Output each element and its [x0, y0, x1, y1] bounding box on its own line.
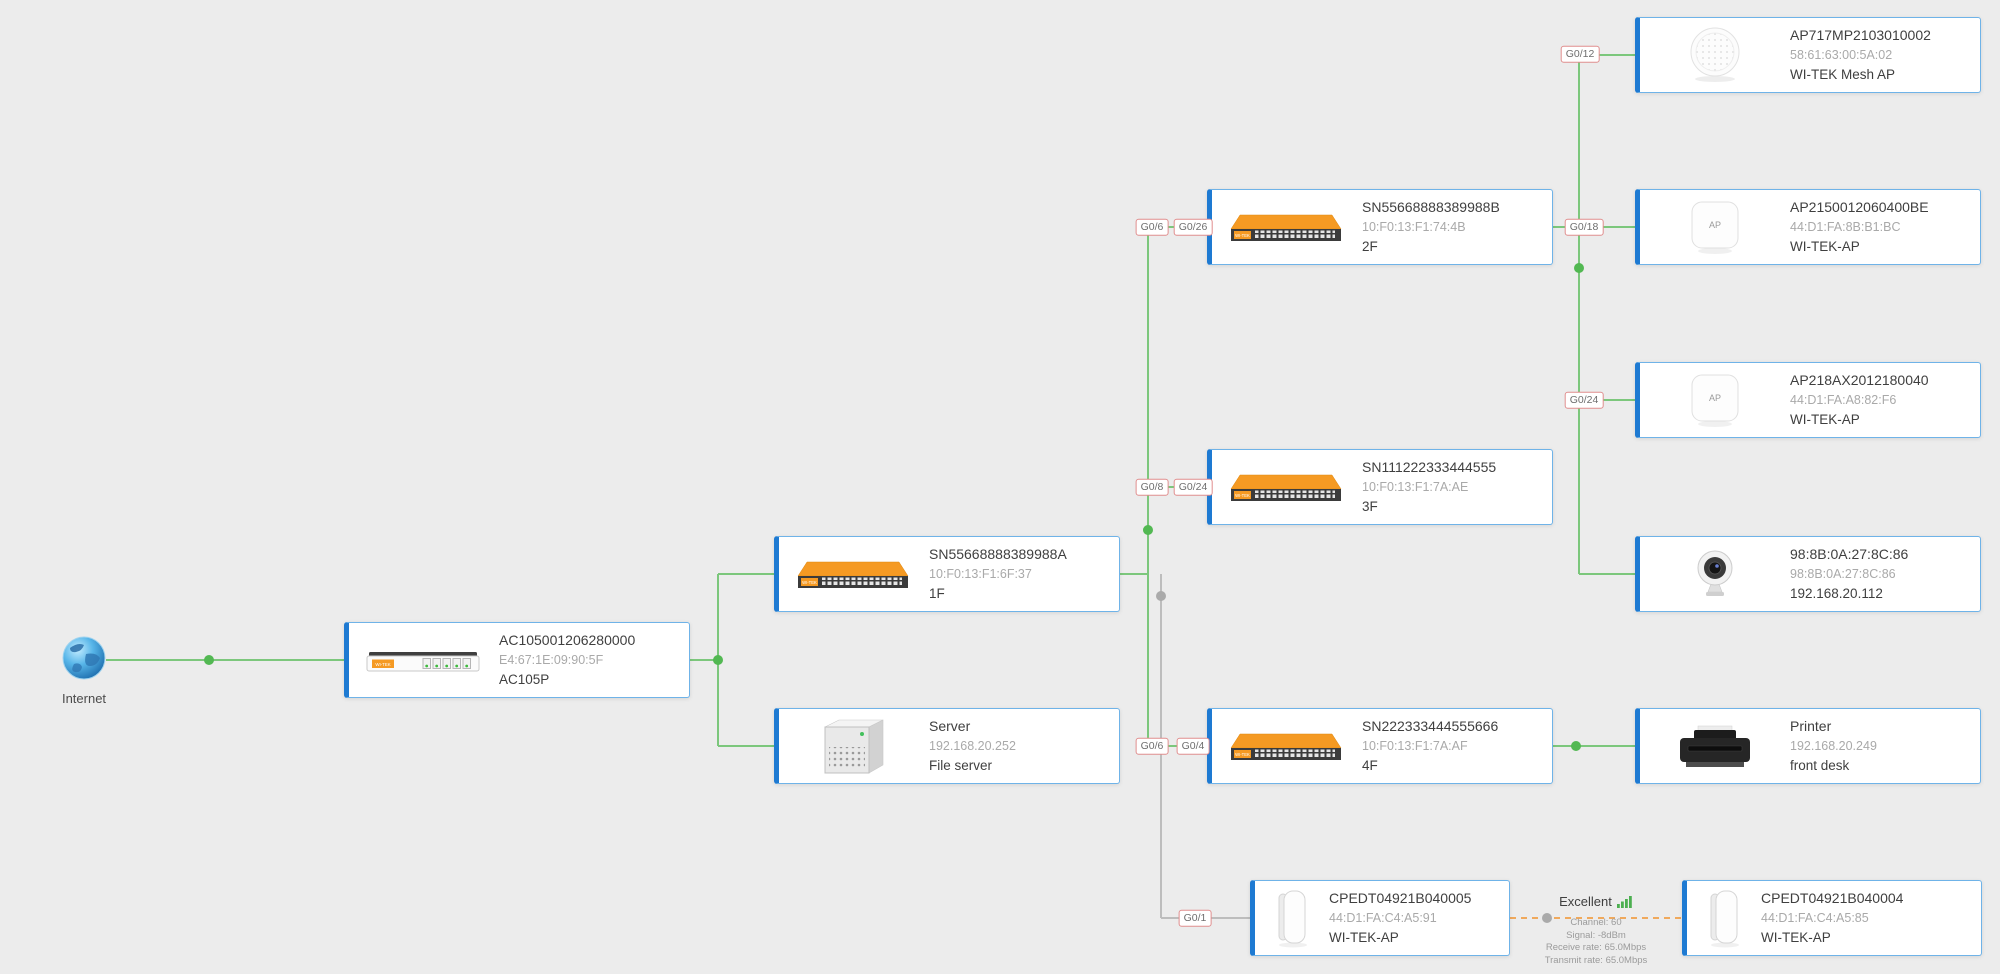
- node-ac-controller[interactable]: WI-TEK AC105001206280000 E4:67:1E:09:90:…: [344, 622, 690, 698]
- node-mac: 44:D1:FA:C4:A5:91: [1329, 911, 1437, 925]
- node-internet[interactable]: Internet: [54, 634, 114, 706]
- node-cpe-04[interactable]: CPEDT04921B040004 44:D1:FA:C4:A5:85 WI-T…: [1682, 880, 1982, 956]
- wireless-details: Channel: 60 Signal: -8dBm Receive rate: …: [1511, 917, 1681, 967]
- node-name: WI-TEK-AP: [1790, 239, 1860, 254]
- server-device-icon: [779, 715, 929, 777]
- brand-badge-text: WI-TEK: [1235, 752, 1250, 757]
- node-ip-camera[interactable]: 98:8B:0A:27:8C:86 98:8B:0A:27:8C:86 192.…: [1635, 536, 1981, 612]
- router-device-icon: WI-TEK: [349, 632, 499, 688]
- switch-device-icon: WI-TEK: [1212, 459, 1362, 515]
- link-status-dots-green: [204, 263, 1584, 751]
- printer-device-icon: [1640, 716, 1790, 776]
- node-name: WI-TEK Mesh AP: [1790, 67, 1896, 82]
- node-cpe-05[interactable]: CPEDT04921B040005 44:D1:FA:C4:A5:91 WI-T…: [1250, 880, 1510, 956]
- port-label-g0-18-ap215: G0/18: [1564, 218, 1604, 236]
- node-title: AP2150012060400BE: [1790, 199, 1929, 215]
- node-mac: 44:D1:FA:8B:B1:BC: [1790, 220, 1901, 234]
- port-label-g0-26-2f: G0/26: [1173, 218, 1213, 236]
- node-title: Printer: [1790, 718, 1832, 734]
- node-mac: E4:67:1E:09:90:5F: [499, 653, 604, 667]
- node-mac: 98:8B:0A:27:8C:86: [1790, 567, 1896, 581]
- node-title: SN222333444555666: [1362, 718, 1499, 734]
- node-name: 4F: [1362, 758, 1378, 773]
- link-status-dots-gray: [1156, 591, 1552, 923]
- switch-device-icon: WI-TEK: [779, 546, 929, 602]
- switch-device-icon: WI-TEK: [1212, 718, 1362, 774]
- port-label-g0-4-4f: G0/4: [1176, 737, 1210, 755]
- node-title: Server: [929, 718, 971, 734]
- node-name: WI-TEK-AP: [1790, 412, 1860, 427]
- port-label-g0-24-3f: G0/24: [1173, 478, 1213, 496]
- node-mac: 10:F0:13:F1:6F:37: [929, 567, 1032, 581]
- node-mac: 58:61:63:00:5A:02: [1790, 48, 1893, 62]
- wireless-signal: Signal: -8dBm: [1566, 929, 1626, 941]
- wireless-receive-rate: Receive rate: 65.0Mbps: [1545, 942, 1647, 953]
- node-mac: 44:D1:FA:C4:A5:85: [1761, 911, 1869, 925]
- node-name: AC105P: [499, 672, 550, 687]
- node-switch-4f[interactable]: WI-TEK SN222333444555666 10:F0:13:F1:7A:…: [1207, 708, 1553, 784]
- node-title: SN55668888389988B: [1362, 199, 1500, 215]
- node-title: 98:8B:0A:27:8C:86: [1790, 546, 1909, 562]
- port-label-g0-8-3f: G0/8: [1135, 478, 1169, 496]
- node-name: 1F: [929, 586, 945, 601]
- node-mesh-ap[interactable]: AP717MP2103010002 58:61:63:00:5A:02 WI-T…: [1635, 17, 1981, 93]
- cpe-device-icon: [1687, 888, 1761, 948]
- node-name: 2F: [1362, 239, 1378, 254]
- port-label-g0-12: G0/12: [1560, 45, 1600, 63]
- node-name: WI-TEK-AP: [1761, 930, 1831, 945]
- wireless-link-info: Excellent Channel: 60 Signal: -8dBm Rece…: [1511, 894, 1681, 967]
- brand-badge-text: WI-TEK: [375, 662, 390, 667]
- ap-badge-text: AP: [1709, 393, 1721, 403]
- internet-label: Internet: [61, 691, 107, 706]
- node-mac: 10:F0:13:F1:74:4B: [1362, 220, 1466, 234]
- port-label-g0-6-2f: G0/6: [1135, 218, 1169, 236]
- access-point-device-icon: AP: [1640, 197, 1790, 257]
- node-switch-1f[interactable]: WI-TEK SN55668888389988A 10:F0:13:F1:6F:…: [774, 536, 1120, 612]
- brand-badge-text: WI-TEK: [1235, 493, 1250, 498]
- node-file-server[interactable]: Server 192.168.20.252 File server: [774, 708, 1120, 784]
- node-printer[interactable]: Printer 192.168.20.249 front desk: [1635, 708, 1981, 784]
- node-title: SN55668888389988A: [929, 546, 1067, 562]
- node-switch-3f[interactable]: WI-TEK SN111222333444555 10:F0:13:F1:7A:…: [1207, 449, 1553, 525]
- brand-badge-text: WI-TEK: [802, 580, 817, 585]
- node-ap-215[interactable]: AP AP2150012060400BE 44:D1:FA:8B:B1:BC W…: [1635, 189, 1981, 265]
- node-mac: 10:F0:13:F1:7A:AF: [1362, 739, 1468, 753]
- wireless-quality-label: Excellent: [1559, 894, 1612, 909]
- node-title: AP717MP2103010002: [1790, 27, 1931, 43]
- ip-camera-device-icon: [1640, 544, 1790, 604]
- node-ap-218[interactable]: AP AP218AX2012180040 44:D1:FA:A8:82:F6 W…: [1635, 362, 1981, 438]
- port-label-g0-6-4f: G0/6: [1135, 737, 1169, 755]
- wireless-channel: Channel: 60: [1570, 917, 1622, 928]
- mesh-ap-device-icon: [1640, 25, 1790, 85]
- access-point-device-icon: AP: [1640, 370, 1790, 430]
- node-mac: 10:F0:13:F1:7A:AE: [1362, 480, 1469, 494]
- node-ip: 192.168.20.112: [1790, 586, 1883, 601]
- node-name: front desk: [1790, 758, 1850, 773]
- node-title: CPEDT04921B040005: [1329, 890, 1472, 906]
- port-label-g0-1-cpe: G0/1: [1178, 909, 1212, 927]
- port-label-g0-24-ap218: G0/24: [1564, 391, 1604, 409]
- node-ip: 192.168.20.249: [1790, 739, 1877, 753]
- switch-device-icon: WI-TEK: [1212, 199, 1362, 255]
- node-title: AC105001206280000: [499, 632, 636, 648]
- active-links: [106, 54, 1635, 747]
- signal-strength-icon: [1616, 896, 1632, 908]
- node-ip: 192.168.20.252: [929, 739, 1016, 753]
- cpe-device-icon: [1255, 888, 1329, 948]
- node-mac: 44:D1:FA:A8:82:F6: [1790, 393, 1897, 407]
- node-title: AP218AX2012180040: [1790, 372, 1929, 388]
- ap-badge-text: AP: [1709, 220, 1721, 230]
- node-title: CPEDT04921B040004: [1761, 890, 1904, 906]
- brand-badge-text: WI-TEK: [1235, 233, 1250, 238]
- node-switch-2f[interactable]: WI-TEK SN55668888389988B 10:F0:13:F1:74:…: [1207, 189, 1553, 265]
- node-name: WI-TEK-AP: [1329, 930, 1399, 945]
- node-name: 3F: [1362, 499, 1378, 514]
- node-title: SN111222333444555: [1362, 459, 1497, 475]
- node-name: File server: [929, 758, 993, 773]
- globe-icon: [62, 636, 106, 680]
- wireless-transmit-rate: Transmit rate: 65.0Mbps: [1544, 954, 1648, 966]
